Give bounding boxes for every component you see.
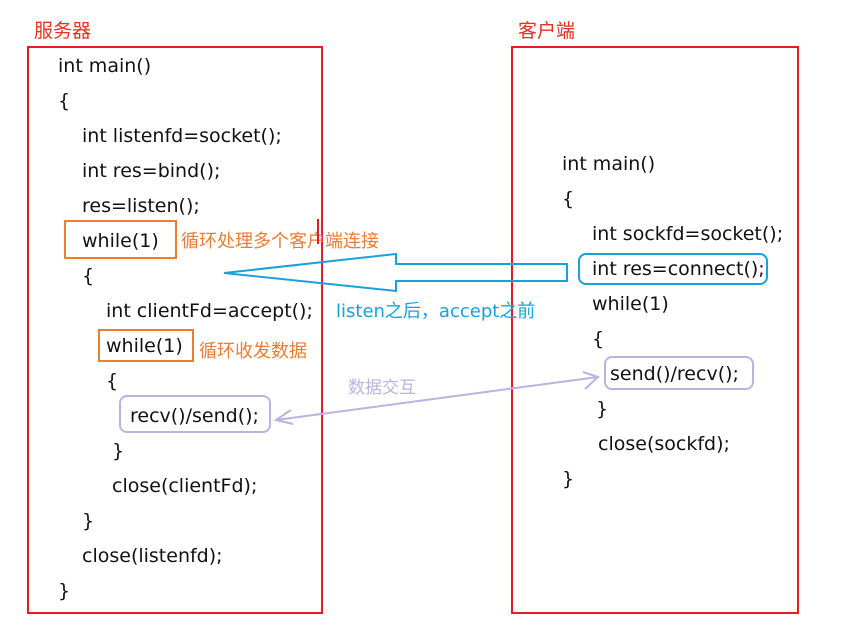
server-line-socket: int listenfd=socket(); xyxy=(82,125,282,147)
server-title: 服务器 xyxy=(34,20,92,42)
client-line-close-sock: close(sockfd); xyxy=(598,433,730,455)
client-line-connect: int res=connect(); xyxy=(592,258,765,280)
client-line-loop-open: { xyxy=(592,328,605,350)
server-line-close-client: close(clientFd); xyxy=(112,475,258,497)
server-panel xyxy=(27,46,323,614)
server-line-outer-while: while(1) xyxy=(82,230,159,252)
server-line-outer-open: { xyxy=(82,265,95,287)
server-line-open-brace: { xyxy=(58,90,71,112)
server-line-close-brace: } xyxy=(58,580,71,602)
data-exchange-arrowhead-left xyxy=(273,409,294,425)
data-exchange-note: 数据交互 xyxy=(348,378,416,398)
client-line-open-brace: { xyxy=(562,188,575,210)
client-panel xyxy=(511,46,799,614)
client-line-send-recv: send()/recv(); xyxy=(610,363,739,385)
server-recv-highlight xyxy=(119,395,271,433)
data-exchange-line xyxy=(275,376,599,421)
connect-arrow xyxy=(223,252,568,293)
client-line-main: int main() xyxy=(562,153,656,175)
server-line-listen: res=listen(); xyxy=(82,195,200,217)
connect-note: listen之后，accept之前 xyxy=(336,301,536,322)
inner-loop-note: 循环收发数据 xyxy=(199,341,307,362)
client-line-loop-close: } xyxy=(596,398,609,420)
server-line-inner-while: while(1) xyxy=(106,335,183,357)
outer-loop-note: 循环处理多个客户端连接 xyxy=(181,231,379,252)
client-line-socket: int sockfd=socket(); xyxy=(592,223,784,245)
client-send-highlight xyxy=(604,356,754,390)
server-line-recv-send: recv()/send(); xyxy=(130,405,259,427)
data-exchange-arrowhead-right xyxy=(582,371,600,390)
server-line-accept: int clientFd=accept(); xyxy=(106,300,313,322)
server-line-outer-close: } xyxy=(82,510,95,532)
server-line-bind: int res=bind(); xyxy=(82,160,221,182)
client-title: 客户端 xyxy=(518,20,576,42)
server-line-main: int main() xyxy=(58,55,152,77)
client-line-close-brace: } xyxy=(562,468,575,490)
connect-highlight xyxy=(578,253,768,285)
outer-loop-highlight xyxy=(64,220,177,259)
server-line-inner-open: { xyxy=(106,370,119,392)
client-line-while: while(1) xyxy=(592,293,669,315)
server-line-inner-close: } xyxy=(112,440,125,462)
server-line-close-listen: close(listenfd); xyxy=(82,545,223,567)
inner-loop-highlight xyxy=(98,329,194,362)
